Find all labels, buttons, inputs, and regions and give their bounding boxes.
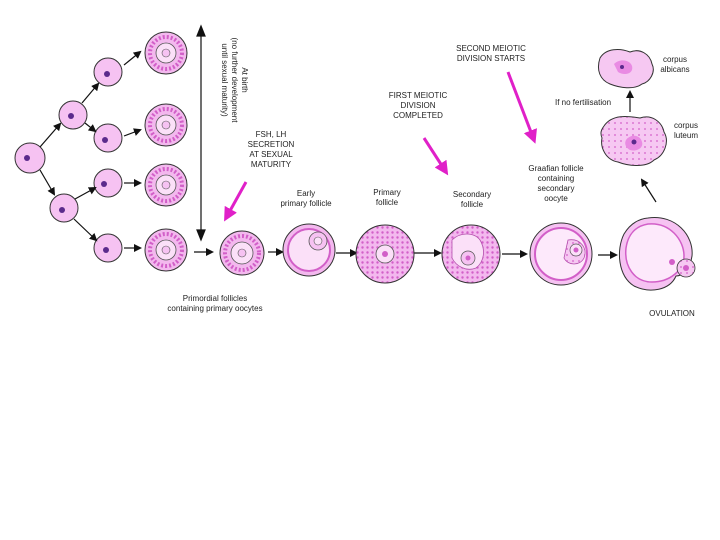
primary-follicle	[355, 224, 415, 284]
ovulating-follicle	[618, 217, 696, 291]
oogonium-3c	[93, 168, 123, 198]
graafian-follicle-label: Graafian follicle containing secondary o…	[528, 164, 584, 203]
progression-arrows	[194, 90, 657, 259]
ovulation-label: OVULATION	[649, 309, 695, 318]
primordial-follicles-label: Primordial follicles containing primary …	[167, 294, 263, 313]
fsh-lh-label: FSH, LH SECRETION AT SEXUAL MATURITY	[247, 130, 295, 169]
oogonium-1	[14, 142, 46, 174]
magenta-arrows	[224, 71, 537, 222]
oogonium-2a	[58, 100, 88, 130]
primary-follicle-early-stage	[282, 223, 336, 277]
primary-follicle-label: Primary follicle	[373, 188, 401, 207]
graafian-follicle	[529, 222, 593, 286]
secondary-follicle	[441, 224, 501, 284]
oogonium-3b	[93, 123, 123, 153]
primordial-follicle-1	[144, 31, 188, 75]
at-birth-label: At birth (no further development until s…	[220, 37, 249, 123]
corpus-luteum	[600, 115, 667, 166]
corpus-luteum-label: corpus luteum	[673, 121, 698, 140]
first-meiotic-label: FIRST MEIOTIC DIVISION COMPLETED	[388, 91, 448, 120]
early-primary-follicle-label: Early primary follicle	[280, 189, 332, 208]
primordial-follicle-4	[144, 228, 188, 272]
corpus-albicans	[597, 49, 654, 89]
secondary-follicle-label: Secondary follicle	[452, 190, 492, 209]
at-birth-arrow	[196, 24, 206, 242]
oogonium-3a	[93, 57, 123, 87]
second-meiotic-label: SECOND MEIOTIC DIVISION STARTS	[456, 44, 526, 63]
primordial-follicle-2	[144, 103, 188, 147]
oogonium-2b	[49, 193, 79, 223]
early-primary-follicle	[219, 230, 265, 276]
primordial-follicle-3	[144, 163, 188, 207]
oogonium-3d	[93, 233, 123, 263]
no-fertilisation-label: If no fertilisation	[554, 98, 612, 107]
corpus-albicans-label: corpus albicans	[660, 55, 690, 74]
cascade-arrows	[39, 50, 142, 252]
